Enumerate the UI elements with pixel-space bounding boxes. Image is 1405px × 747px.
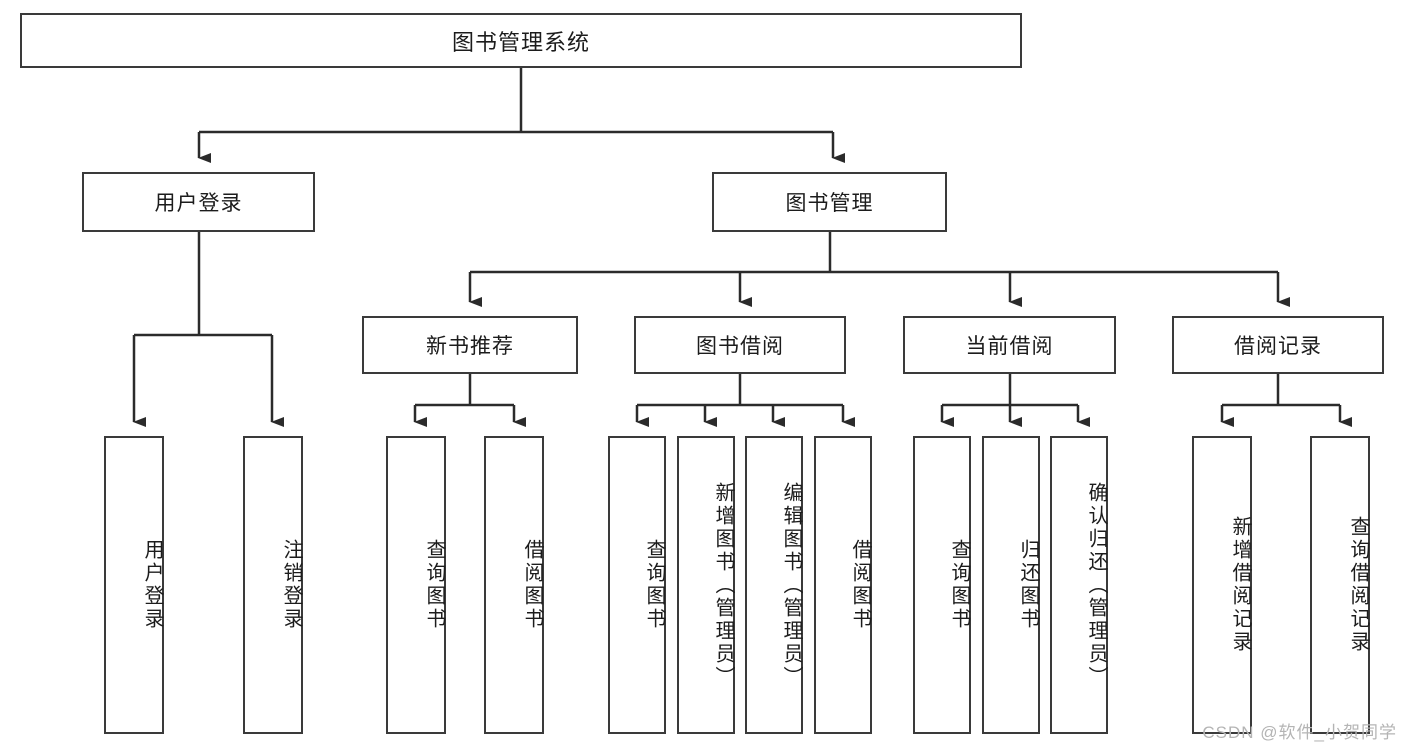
leaf-record-add-record[interactable]: 新增借阅记录 [1192, 436, 1252, 734]
leaf-current-return-book[interactable]: 归还图书 [982, 436, 1040, 734]
leaf-current-query-book[interactable]: 查询图书 [913, 436, 971, 734]
node-label: 查询借阅记录 [1347, 516, 1369, 654]
node-label: 图书管理系统 [451, 29, 590, 55]
node-label: 新书推荐 [426, 335, 514, 358]
node-label: 确认归还（管理员） [1085, 481, 1107, 689]
node-label: 注销登录 [280, 539, 302, 631]
leaf-current-confirm-return-admin[interactable]: 确认归还（管理员） [1050, 436, 1108, 734]
leaf-recommend-borrow-book[interactable]: 借阅图书 [484, 436, 544, 734]
watermark: CSDN @软件_小贺同学 [1202, 723, 1397, 742]
node-label: 查询图书 [423, 539, 445, 631]
node-borrow-record[interactable]: 借阅记录 [1172, 316, 1384, 374]
node-label: 新增借阅记录 [1229, 516, 1251, 654]
node-label: 当前借阅 [965, 335, 1054, 358]
node-label: 借阅图书 [521, 539, 543, 631]
node-label: 图书管理 [785, 192, 874, 215]
node-label: 查询图书 [643, 539, 665, 631]
node-current-borrow[interactable]: 当前借阅 [903, 316, 1116, 374]
node-label: 用户登录 [154, 192, 243, 215]
node-label: 新增图书（管理员） [712, 481, 734, 689]
leaf-user-login-login[interactable]: 用户登录 [104, 436, 164, 734]
node-label: 归还图书 [1017, 539, 1039, 631]
node-label: 图书借阅 [696, 335, 784, 358]
node-label: 查询图书 [948, 539, 970, 631]
leaf-recommend-query-book[interactable]: 查询图书 [386, 436, 446, 734]
node-label: 借阅记录 [1234, 335, 1322, 358]
leaf-borrow-query-book[interactable]: 查询图书 [608, 436, 666, 734]
node-book-management[interactable]: 图书管理 [712, 172, 947, 232]
node-book-borrow[interactable]: 图书借阅 [634, 316, 846, 374]
leaf-borrow-edit-book-admin[interactable]: 编辑图书（管理员） [745, 436, 803, 734]
leaf-borrow-borrow-book[interactable]: 借阅图书 [814, 436, 872, 734]
node-root-system[interactable]: 图书管理系统 [20, 13, 1022, 68]
leaf-borrow-add-book-admin[interactable]: 新增图书（管理员） [677, 436, 735, 734]
leaf-user-login-logout[interactable]: 注销登录 [243, 436, 303, 734]
leaf-record-query-record[interactable]: 查询借阅记录 [1310, 436, 1370, 734]
node-user-login[interactable]: 用户登录 [82, 172, 315, 232]
node-new-book-recommend[interactable]: 新书推荐 [362, 316, 578, 374]
node-label: 借阅图书 [849, 539, 871, 631]
node-label: 编辑图书（管理员） [780, 481, 802, 689]
node-label: 用户登录 [141, 539, 163, 631]
